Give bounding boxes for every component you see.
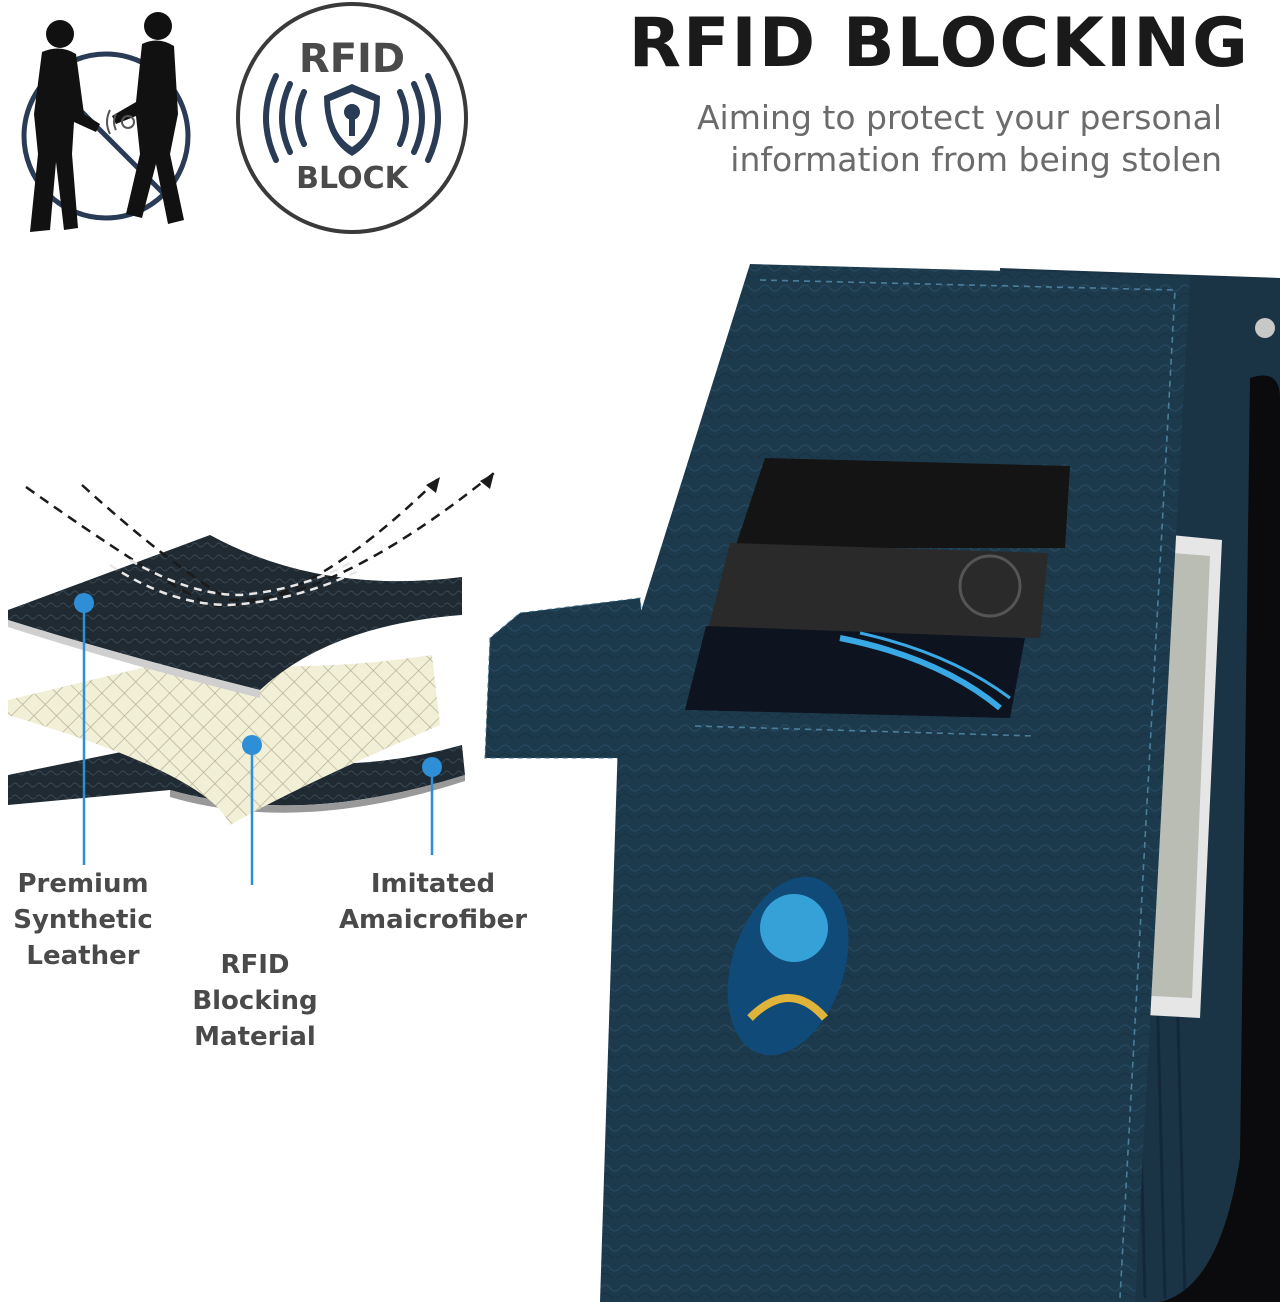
no-skimming-icon bbox=[21, 12, 191, 232]
label-rfid-line-2: Blocking bbox=[192, 986, 318, 1016]
headline: RFID BLOCKING bbox=[628, 4, 1250, 83]
material-layers-diagram bbox=[8, 472, 495, 885]
subtitle-line-1: Aiming to protect your personal bbox=[696, 98, 1222, 137]
label-rfid-material: RFID Blocking Material bbox=[170, 947, 340, 1055]
rfid-block-badge: RFID BLOCK bbox=[236, 2, 468, 234]
label-leather-line-1: Premium bbox=[17, 869, 149, 899]
badge-bottom-text: BLOCK bbox=[296, 161, 409, 196]
label-leather: Premium Synthetic Leather bbox=[0, 866, 166, 974]
label-rfid-line-1: RFID bbox=[220, 950, 290, 980]
wallet-case-image bbox=[484, 264, 1280, 1302]
label-rfid-line-3: Material bbox=[194, 1022, 316, 1052]
label-micro-line-1: Imitated bbox=[370, 869, 496, 899]
label-microfiber: Imitated Amaicrofiber bbox=[330, 866, 536, 938]
subtitle-line-2: information from being stolen bbox=[730, 140, 1222, 179]
label-leather-line-2: Synthetic bbox=[13, 905, 153, 935]
label-leather-line-3: Leather bbox=[26, 941, 140, 971]
badge-top-text: RFID bbox=[299, 36, 405, 82]
label-micro-line-2: Amaicrofiber bbox=[338, 905, 528, 935]
